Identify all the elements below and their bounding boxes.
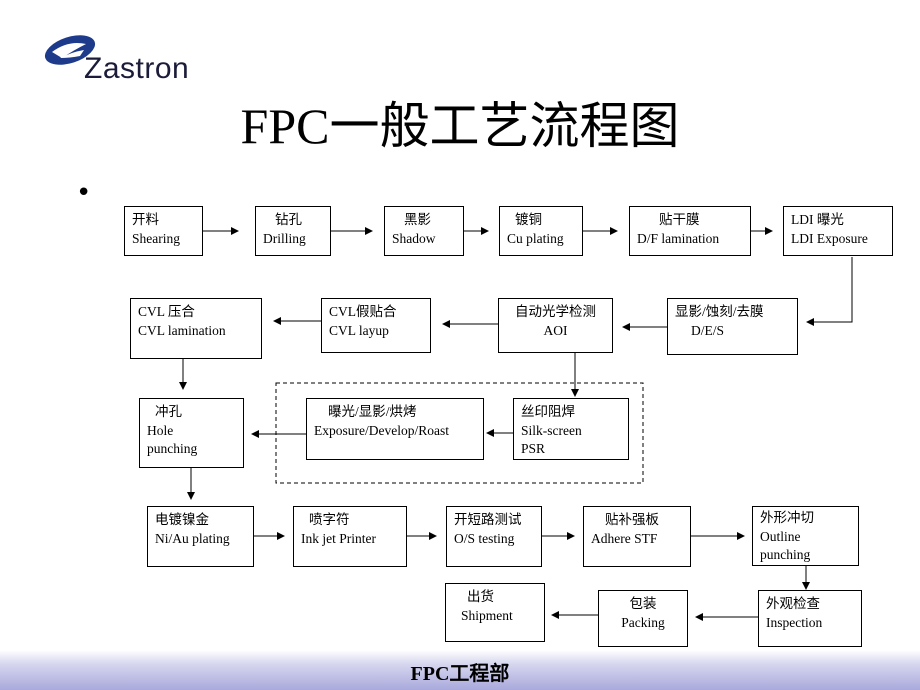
- step-label-zh: 外观检查: [766, 596, 820, 611]
- step-label-en: Silk-screen: [521, 422, 582, 438]
- step-exposure-develop-roast: 曝光/显影/烘烤 Exposure/Develop/Roast: [306, 398, 484, 460]
- step-label-zh: 喷字符: [309, 512, 350, 527]
- step-label-en: Shearing: [132, 230, 180, 246]
- step-label-zh: 开短路测试: [454, 512, 522, 527]
- step-cvl-layup: CVL假贴合 CVL layup: [321, 298, 431, 353]
- step-label-zh: 黑影: [404, 212, 431, 227]
- footer-text: FPC工程部: [410, 663, 510, 685]
- bullet-point: •: [76, 178, 92, 208]
- step-label-en: Drilling: [263, 230, 306, 246]
- step-label-zh: 出货: [467, 589, 494, 604]
- step-label-zh: 开料: [132, 212, 159, 227]
- step-label-zh: 包装: [629, 596, 657, 611]
- step-label-zh: 钻孔: [275, 212, 302, 227]
- step-des: 显影/蚀刻/去膜 D/E/S: [667, 298, 798, 355]
- step-label-zh: LDI 曝光: [791, 212, 844, 227]
- step-label-en: Shipment: [461, 607, 513, 623]
- step-label-zh: 自动光学检测: [515, 304, 596, 319]
- step-shearing: 开料 Shearing: [124, 206, 203, 256]
- step-adhere-stf: 贴补强板 Adhere STF: [583, 506, 691, 567]
- dashed-group-frame: [275, 382, 644, 484]
- step-label-en: Outline: [760, 528, 801, 544]
- step-label-en: Ni/Au plating: [155, 530, 230, 546]
- step-label-zh: 冲孔: [155, 404, 182, 419]
- step-shadow: 黑影 Shadow: [384, 206, 464, 256]
- step-label-en: Packing: [621, 614, 665, 630]
- step-label-zh: 丝印阻焊: [521, 404, 575, 419]
- step-cvl-lamination: CVL 压合 CVL lamination: [130, 298, 262, 359]
- step-ni-au-plating: 电镀镍金 Ni/Au plating: [147, 506, 254, 567]
- step-label-en: Shadow: [392, 230, 436, 246]
- step-label-en: CVL lamination: [138, 322, 226, 338]
- step-label-en: Adhere STF: [591, 530, 658, 546]
- step-label-zh: CVL假贴合: [329, 304, 397, 319]
- logo-text: Zastron: [84, 52, 190, 85]
- footer-band: [0, 650, 920, 690]
- step-label-zh: CVL 压合: [138, 304, 195, 319]
- step-label-en: O/S testing: [454, 530, 515, 546]
- zastron-logo-icon: [44, 35, 96, 65]
- step-label-en: LDI Exposure: [791, 230, 868, 246]
- step-label-en: AOI: [543, 322, 568, 338]
- step-label-zh: 显影/蚀刻/去膜: [675, 304, 764, 319]
- step-outline-punching: 外形冲切 Outline punching: [752, 506, 859, 566]
- step-label-en-2: punching: [760, 547, 811, 562]
- step-label-en: Ink jet Printer: [301, 530, 376, 546]
- step-df-lamination: 贴干膜 D/F lamination: [629, 206, 751, 256]
- step-aoi: 自动光学检测 AOI: [498, 298, 613, 353]
- step-drilling: 钻孔 Drilling: [255, 206, 331, 256]
- step-label-en: D/E/S: [691, 322, 725, 338]
- step-inspection: 外观检查 Inspection: [758, 590, 862, 647]
- step-ldi-exposure: LDI 曝光 LDI Exposure: [783, 206, 893, 256]
- step-hole-punching: 冲孔 Hole punching: [139, 398, 244, 468]
- step-label-zh: 电镀镍金: [155, 512, 209, 527]
- step-label-en: CVL layup: [329, 322, 389, 338]
- step-label-en: Hole: [147, 422, 174, 438]
- step-ink-jet-printer: 喷字符 Ink jet Printer: [293, 506, 407, 567]
- step-label-en: Inspection: [766, 614, 823, 630]
- step-label-zh: 贴干膜: [659, 212, 700, 227]
- step-label-zh: 镀铜: [515, 212, 542, 227]
- step-cu-plating: 镀铜 Cu plating: [499, 206, 583, 256]
- step-label-zh: 贴补强板: [605, 512, 659, 527]
- step-label-en-2: punching: [147, 441, 198, 456]
- step-packing: 包装 Packing: [598, 590, 688, 647]
- step-label-en: Cu plating: [507, 230, 564, 246]
- step-shipment: 出货 Shipment: [445, 583, 545, 642]
- step-os-testing: 开短路测试 O/S testing: [446, 506, 542, 567]
- step-label-en-2: PSR: [521, 441, 546, 456]
- page-title: FPC一般工艺流程图: [240, 98, 680, 154]
- step-label-zh: 外形冲切: [760, 510, 814, 525]
- step-label-zh: 曝光/显影/烘烤: [328, 404, 417, 419]
- step-label-en: D/F lamination: [637, 230, 720, 246]
- step-label-en: Exposure/Develop/Roast: [314, 422, 449, 438]
